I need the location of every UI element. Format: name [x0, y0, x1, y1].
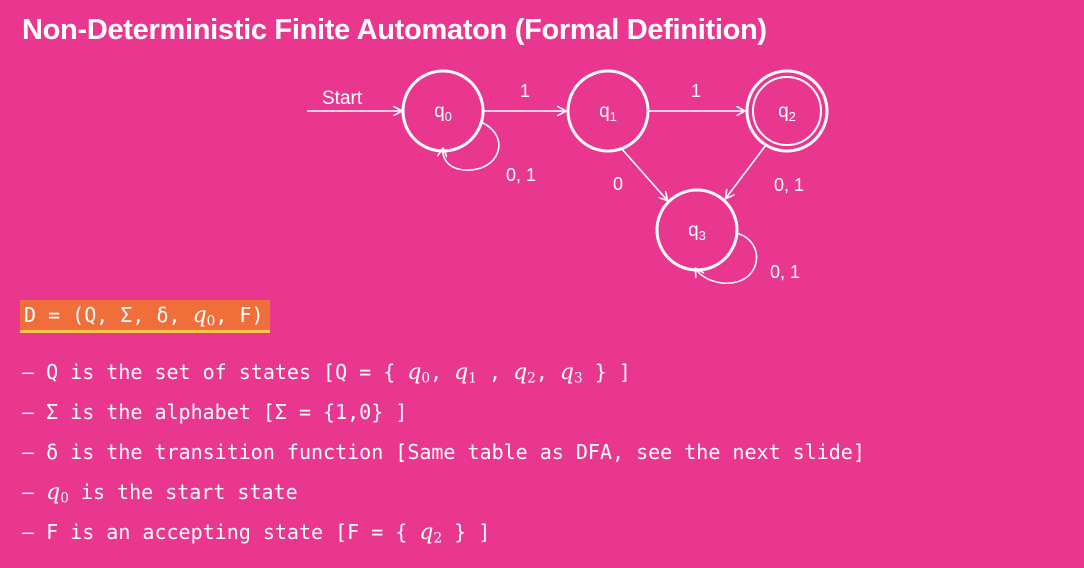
state-q1: q1 [566, 69, 650, 153]
definition-list: — Q is the set of states [Q = { q0, q1 ,… [22, 356, 865, 556]
state-q3: q3 [655, 188, 739, 272]
tuple-start-state-subscript: 0 [206, 313, 216, 330]
start-label: Start [322, 88, 363, 109]
state-q1-label: q [599, 101, 610, 122]
state-q1-subscript: 1 [610, 109, 617, 124]
state-set-sep-1: , [476, 360, 514, 384]
state-q2-subscript: 2 [789, 109, 796, 124]
state-set-q2-subscript: 2 [527, 370, 536, 387]
definition-accepting-post: } ] [442, 520, 491, 544]
self-loop-q3-label: 0, 1 [770, 262, 800, 282]
tuple-start-state: q0 [192, 303, 216, 330]
definition-transition-function: — δ is the transition function [Same tab… [22, 440, 865, 464]
tuple-definition: D = (Q, Σ, δ, q0, F) [20, 300, 270, 333]
slide-title: Non-Deterministic Finite Automaton (Form… [22, 14, 767, 46]
definition-start-pre: — [22, 480, 47, 504]
transition-q1-q2: 1 [649, 81, 744, 111]
state-set-q1-subscript: 1 [468, 370, 477, 387]
state-set-sep-2: , [535, 360, 560, 384]
state-set-q0-letter: q [407, 360, 422, 385]
self-loop-q3: 0, 1 [696, 232, 800, 284]
definition-start-post: is the start state [68, 480, 298, 504]
svg-text:q1: q1 [599, 101, 617, 124]
definition-accepting-state: — F is an accepting state [F = { q2 } ] [22, 516, 865, 556]
accepting-state-subscript: 2 [433, 530, 443, 547]
tuple-start-state-letter: q [192, 303, 207, 328]
state-set-q3-letter: q [559, 360, 575, 385]
state-q3-subscript: 3 [699, 228, 706, 243]
state-set-q1: q1 [454, 360, 477, 387]
transition-q0-q1: 1 [484, 81, 565, 111]
state-q0: q0 [401, 69, 485, 153]
state-q0-subscript: 0 [445, 109, 452, 124]
state-q0-label: q [434, 101, 445, 122]
self-loop-q0: 0, 1 [443, 121, 536, 185]
state-set-q0-subscript: 0 [421, 370, 431, 387]
tuple-suffix: , F) [215, 303, 264, 327]
state-q2-accepting: q2 [745, 69, 829, 153]
state-set-q2: q2 [513, 360, 536, 387]
svg-text:q0: q0 [434, 101, 452, 124]
state-q3-label: q [688, 220, 699, 241]
self-loop-q0-label: 0, 1 [506, 165, 536, 185]
definition-start-state: — q0 is the start state [22, 476, 865, 516]
transition-q1-q3-label: 0 [613, 174, 623, 194]
state-set-q2-letter: q [513, 360, 528, 385]
nfa-state-diagram: Start q0 q1 q2 q3 1 1 0, 1 0 0, 1 0, 1 [307, 69, 829, 284]
svg-text:q3: q3 [688, 220, 706, 243]
svg-text:q2: q2 [778, 101, 796, 124]
accepting-state-symbol: q2 [419, 520, 443, 547]
transition-q1-q3: 0 [613, 147, 667, 200]
transition-q1-q2-label: 1 [691, 81, 701, 101]
state-set-q0: q0 [407, 360, 431, 387]
tuple-prefix: D = (Q, Σ, δ, [24, 303, 193, 327]
state-set-sep-0: , [430, 360, 455, 384]
start-state-symbol: q0 [46, 480, 69, 507]
state-set-q1-letter: q [454, 360, 469, 385]
definition-states-pre: — Q is the set of states [Q = { [22, 360, 408, 384]
state-q2-label: q [778, 101, 789, 122]
definition-states: — Q is the set of states [Q = { q0, q1 ,… [22, 356, 865, 396]
transition-q2-q3: 0, 1 [726, 144, 804, 198]
definition-alphabet: — Σ is the alphabet [Σ = {1,0} ] [22, 400, 408, 424]
state-set-q3-subscript: 3 [574, 370, 583, 387]
state-set-q3: q3 [559, 360, 583, 387]
start-state-letter: q [46, 480, 61, 505]
definition-states-post: } ] [582, 360, 631, 384]
definition-accepting-pre: — F is an accepting state [F = { [22, 520, 420, 544]
transition-q2-q3-label: 0, 1 [774, 175, 804, 195]
accepting-state-letter: q [419, 520, 434, 545]
transition-q0-q1-label: 1 [520, 81, 530, 101]
start-state-subscript: 0 [60, 490, 69, 507]
